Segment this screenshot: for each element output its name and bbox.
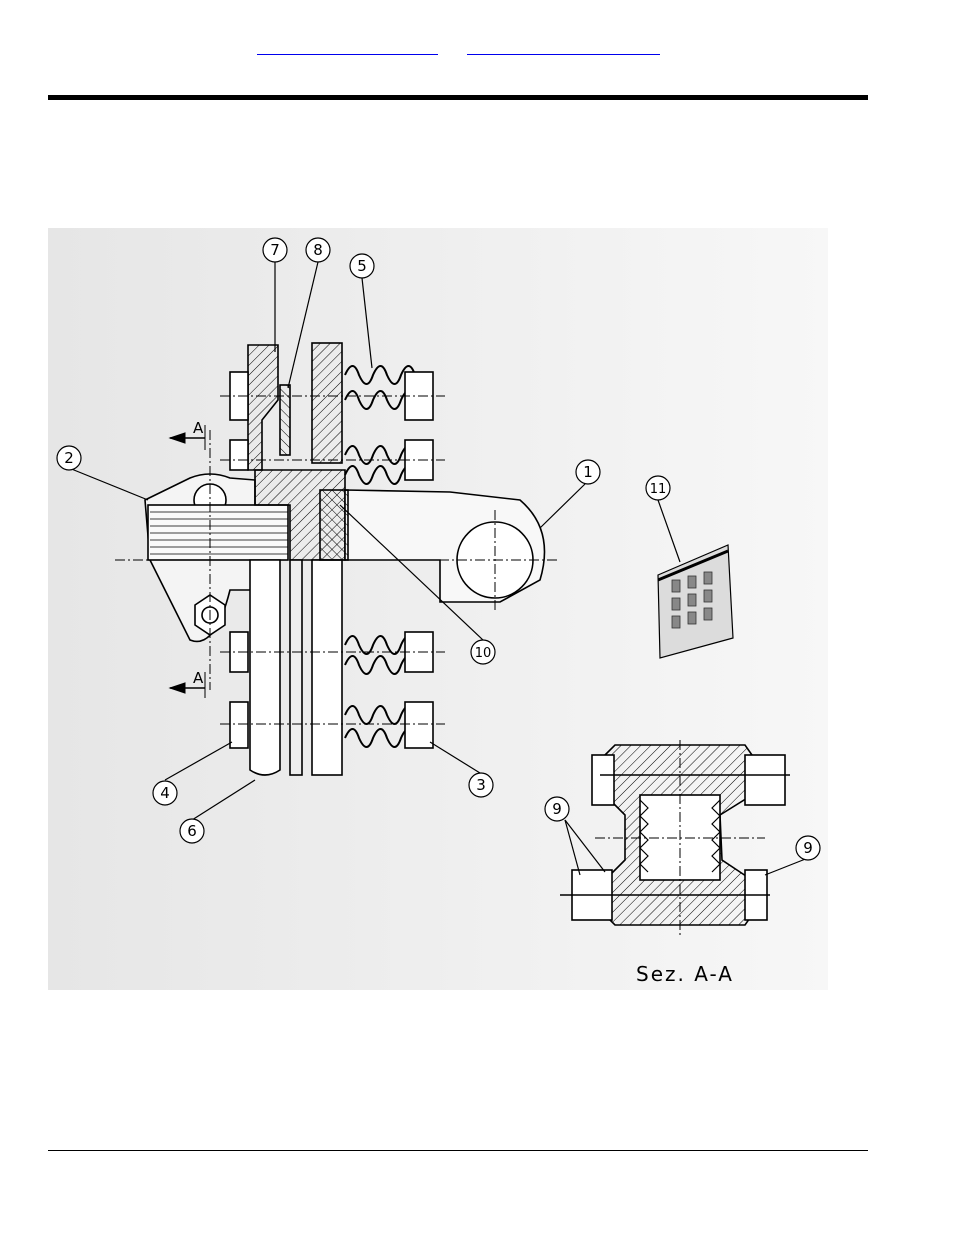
clutch-exploded-drawing: A A Sez. A-A [40, 220, 860, 1000]
callout-label-7: 7 [270, 241, 280, 259]
nav-link-left[interactable] [257, 30, 438, 55]
footer-rule [48, 1150, 868, 1151]
header-rule [48, 95, 868, 100]
callout-label-3: 3 [476, 776, 486, 794]
section-marker-lower: A [193, 669, 204, 687]
callout-label-5: 5 [357, 257, 367, 275]
callout-label-9-right: 9 [803, 839, 813, 857]
callout-label-11: 11 [650, 482, 667, 497]
callout-label-1: 1 [583, 463, 593, 481]
nav-link-right[interactable] [467, 30, 660, 55]
callout-label-8: 8 [313, 241, 323, 259]
section-caption: Sez. A-A [636, 962, 734, 986]
section-marker-upper: A [193, 419, 204, 437]
callout-label-10: 10 [475, 646, 492, 661]
callout-label-4: 4 [160, 784, 170, 802]
callout-label-9-left: 9 [552, 800, 562, 818]
callout-label-6: 6 [187, 822, 197, 840]
callout-label-2: 2 [64, 449, 74, 467]
